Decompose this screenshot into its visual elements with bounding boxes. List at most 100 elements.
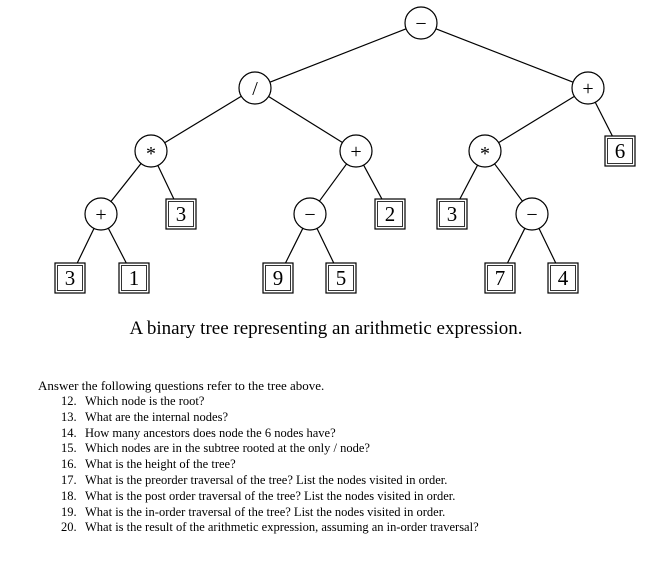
operator-circle	[84, 197, 118, 231]
question-item: 20. What is the result of the arithmetic …	[61, 520, 479, 536]
node-label: 2	[385, 202, 396, 226]
operand-box	[484, 262, 516, 294]
operand-box-inner	[550, 265, 576, 291]
operand-box	[604, 135, 636, 167]
operand-node: 7	[484, 262, 516, 294]
operand-node: 3	[165, 198, 197, 230]
node-label: +	[95, 204, 106, 226]
operand-node: 1	[118, 262, 150, 294]
operator-node: +	[571, 71, 605, 105]
operand-node: 3	[436, 198, 468, 230]
operand-box-inner	[168, 201, 194, 227]
operand-box	[54, 262, 86, 294]
operand-box	[165, 198, 197, 230]
operator-node: +	[84, 197, 118, 231]
node-label: 1	[129, 266, 140, 290]
tree-edge	[164, 95, 242, 144]
operand-box-inner	[265, 265, 291, 291]
tree-edge	[538, 228, 557, 264]
question-number: 18.	[61, 488, 77, 503]
question-text: What is the preorder traversal of the tr…	[85, 472, 448, 487]
question-number: 14.	[61, 425, 77, 440]
node-label: −	[526, 204, 537, 226]
operand-box-inner	[487, 265, 513, 291]
question-item: 12. Which node is the root?	[61, 394, 479, 410]
question-text: Which nodes are in the subtree rooted at…	[85, 441, 370, 456]
question-list: 12. Which node is the root? 13. What are t…	[61, 394, 479, 536]
tree-edge	[506, 228, 526, 264]
question-text: What is the result of the arithmetic exp…	[85, 520, 479, 535]
operator-circle	[515, 197, 549, 231]
question-text: What are the internal nodes?	[85, 409, 228, 424]
question-text: How many ancestors does node the 6 nodes…	[85, 425, 336, 440]
question-number: 19.	[61, 504, 77, 519]
tree-edge	[594, 101, 613, 137]
question-item: 17. What is the preorder traversal of the…	[61, 473, 479, 489]
node-label: 5	[336, 266, 347, 290]
operator-circle	[571, 71, 605, 105]
question-item: 15. Which nodes are in the subtree rooted…	[61, 441, 479, 457]
question-item: 16. What is the height of the tree?	[61, 457, 479, 473]
tree-nodes: − / + * + * 6 +3 − 2 3 − 3 1 9 5 7 4	[54, 6, 636, 294]
question-item: 18. What is the post order traversal of t…	[61, 489, 479, 505]
question-text: What is the in-order traversal of the tr…	[85, 504, 446, 519]
question-number: 13.	[61, 409, 77, 424]
operand-box-inner	[328, 265, 354, 291]
tree-edges	[76, 28, 613, 264]
operand-node: 6	[604, 135, 636, 167]
node-label: /	[252, 78, 258, 100]
question-number: 17.	[61, 472, 77, 487]
operand-box-inner	[377, 201, 403, 227]
operator-circle	[134, 134, 168, 168]
caption-text: A binary tree representing an arithmetic…	[129, 318, 523, 339]
node-label: *	[146, 143, 156, 165]
operand-node: 2	[374, 198, 406, 230]
node-label: +	[582, 78, 593, 100]
operator-circle	[293, 197, 327, 231]
operand-node: 9	[262, 262, 294, 294]
tree-edge	[284, 228, 304, 264]
operator-circle	[339, 134, 373, 168]
question-number: 20.	[61, 520, 77, 535]
operator-node: *	[468, 134, 502, 168]
operand-box-inner	[439, 201, 465, 227]
question-number: 15.	[61, 441, 77, 456]
node-label: −	[415, 13, 426, 35]
tree-edge	[76, 228, 95, 264]
operand-box-inner	[121, 265, 147, 291]
operand-box	[325, 262, 357, 294]
node-label: 3	[65, 266, 76, 290]
tree-edge	[435, 28, 574, 83]
operand-node: 4	[547, 262, 579, 294]
tree-edge	[110, 163, 142, 202]
question-item: 13. What are the internal nodes?	[61, 410, 479, 426]
question-number: 12.	[61, 394, 77, 408]
operator-circle	[238, 71, 272, 105]
operator-node: +	[339, 134, 373, 168]
operand-box	[374, 198, 406, 230]
node-label: 6	[615, 139, 626, 163]
question-text: What is the height of the tree?	[85, 457, 236, 472]
tree-edge	[316, 228, 335, 264]
tree-edge	[494, 163, 523, 202]
operator-node: *	[134, 134, 168, 168]
operand-box-inner	[607, 138, 633, 164]
node-label: 7	[495, 266, 506, 290]
question-text: What is the post order traversal of the …	[85, 488, 456, 503]
node-label: 4	[558, 266, 569, 290]
question-text: Which node is the root?	[85, 394, 205, 408]
tree-edge	[268, 95, 343, 144]
operand-box	[118, 262, 150, 294]
operand-box	[262, 262, 294, 294]
diagram-caption: A binary tree representing an arithmetic…	[0, 318, 660, 340]
question-item: 19. What is the in-order traversal of the…	[61, 505, 479, 521]
operand-box	[547, 262, 579, 294]
node-label: 3	[447, 202, 458, 226]
question-number: 16.	[61, 457, 77, 472]
node-label: *	[480, 143, 490, 165]
node-label: 9	[273, 266, 284, 290]
node-label: 3	[176, 202, 187, 226]
operand-box	[436, 198, 468, 230]
operator-node: /	[238, 71, 272, 105]
operator-node: −	[293, 197, 327, 231]
